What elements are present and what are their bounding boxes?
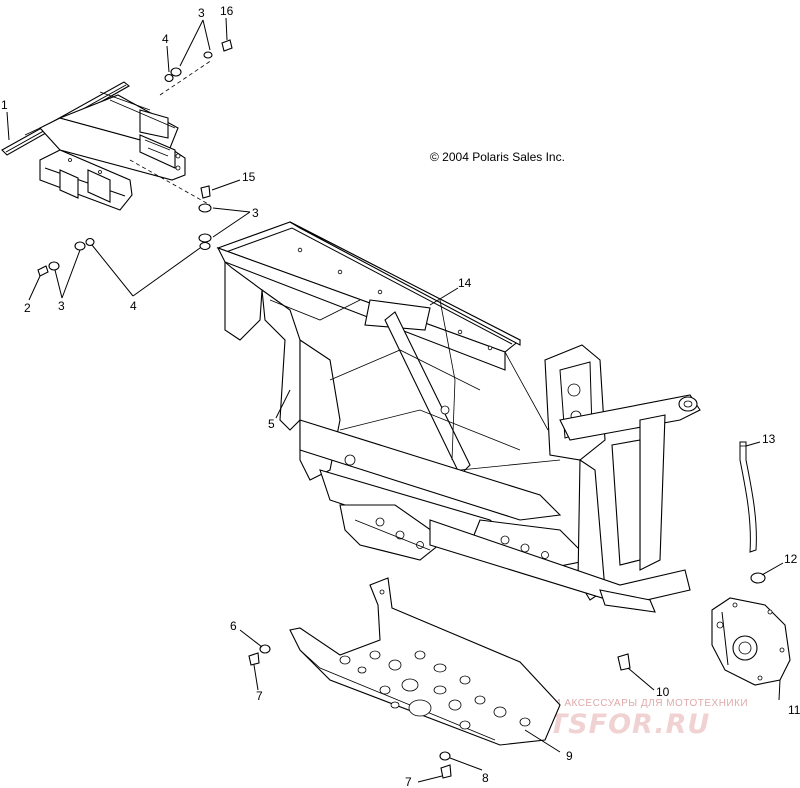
copyright-text: © 2004 Polaris Sales Inc. (430, 150, 565, 164)
leader-lines (6, 17, 784, 783)
callout-1: 1 (1, 98, 8, 112)
callout-7-bottom: 7 (405, 775, 412, 788)
callout-5: 5 (268, 417, 275, 431)
callout-3-top: 3 (198, 6, 205, 20)
callout-13: 13 (762, 432, 776, 446)
callout-3-right: 3 (252, 206, 259, 220)
callout-11: 11 (788, 703, 800, 717)
hardware-fasteners (37, 39, 766, 779)
callout-labels: 1 3 16 4 15 3 2 3 4 5 14 13 12 11 10 6 7… (1, 4, 800, 788)
callout-7-left: 7 (256, 689, 263, 703)
callout-2: 2 (24, 301, 31, 315)
callout-3-left: 3 (58, 299, 65, 313)
callout-4-top: 4 (162, 32, 169, 46)
callout-9: 9 (566, 749, 573, 763)
front-rack-assembly (1, 81, 186, 211)
breather-hose (739, 441, 757, 553)
guide-lines (129, 59, 213, 206)
callout-6: 6 (230, 619, 237, 633)
callout-15: 15 (242, 170, 256, 184)
callout-14: 14 (458, 276, 472, 290)
watermark-tagline: ЗАПЧАСТИ И АКСЕССУАРЫ ДЛЯ МОТОТЕХНИКИ (493, 698, 748, 709)
main-frame (216, 221, 701, 613)
skid-plate (289, 577, 561, 746)
callout-8: 8 (482, 771, 489, 785)
callout-4-left: 4 (130, 299, 137, 313)
rear-gearcase (711, 597, 791, 686)
callout-12: 12 (784, 552, 798, 566)
callout-10: 10 (656, 685, 670, 699)
callout-16: 16 (220, 4, 234, 18)
